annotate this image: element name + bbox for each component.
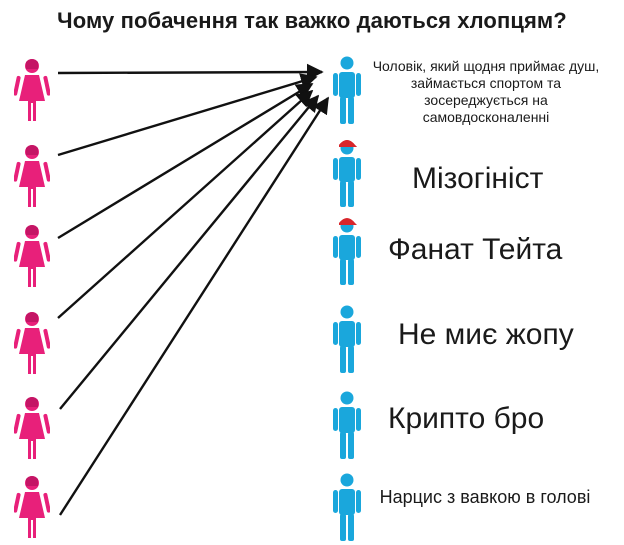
arrow-line — [57, 63, 324, 81]
man-figure-icon — [333, 218, 361, 285]
man-label-tate-fan: Фанат Тейта — [388, 233, 563, 266]
woman-figure-icon — [14, 476, 50, 538]
woman-figure-icon — [14, 59, 50, 121]
arrow-line — [59, 94, 320, 410]
man-label-shower: Чоловік, який щодня приймає душ, займаєт… — [372, 58, 600, 125]
man-label-misogynist: Мізогініст — [412, 162, 544, 195]
man-label-unwashed: Не миє жопу — [398, 318, 574, 351]
woman-figure-icon — [14, 312, 50, 374]
man-figure-icon — [333, 140, 361, 207]
woman-figure-icon — [14, 397, 50, 459]
red-cap-icon — [339, 218, 357, 225]
man-figure-icon — [333, 305, 361, 373]
women-column — [0, 0, 80, 545]
woman-figure-icon — [14, 225, 50, 287]
arrow-line — [57, 89, 314, 319]
arrow-line — [57, 82, 314, 240]
man-label-narcissist: Нарцис з вавкою в голові — [379, 487, 591, 507]
man-label-crypto-bro: Крипто бро — [388, 402, 545, 435]
page-title: Чому побачення так важко даються хлопцям… — [57, 8, 567, 33]
man-figure-icon — [333, 56, 361, 124]
arrow-line — [57, 73, 318, 157]
arrow-line — [58, 96, 330, 516]
man-figure-icon — [333, 391, 361, 459]
man-figure-icon — [333, 473, 361, 541]
woman-figure-icon — [14, 145, 50, 207]
